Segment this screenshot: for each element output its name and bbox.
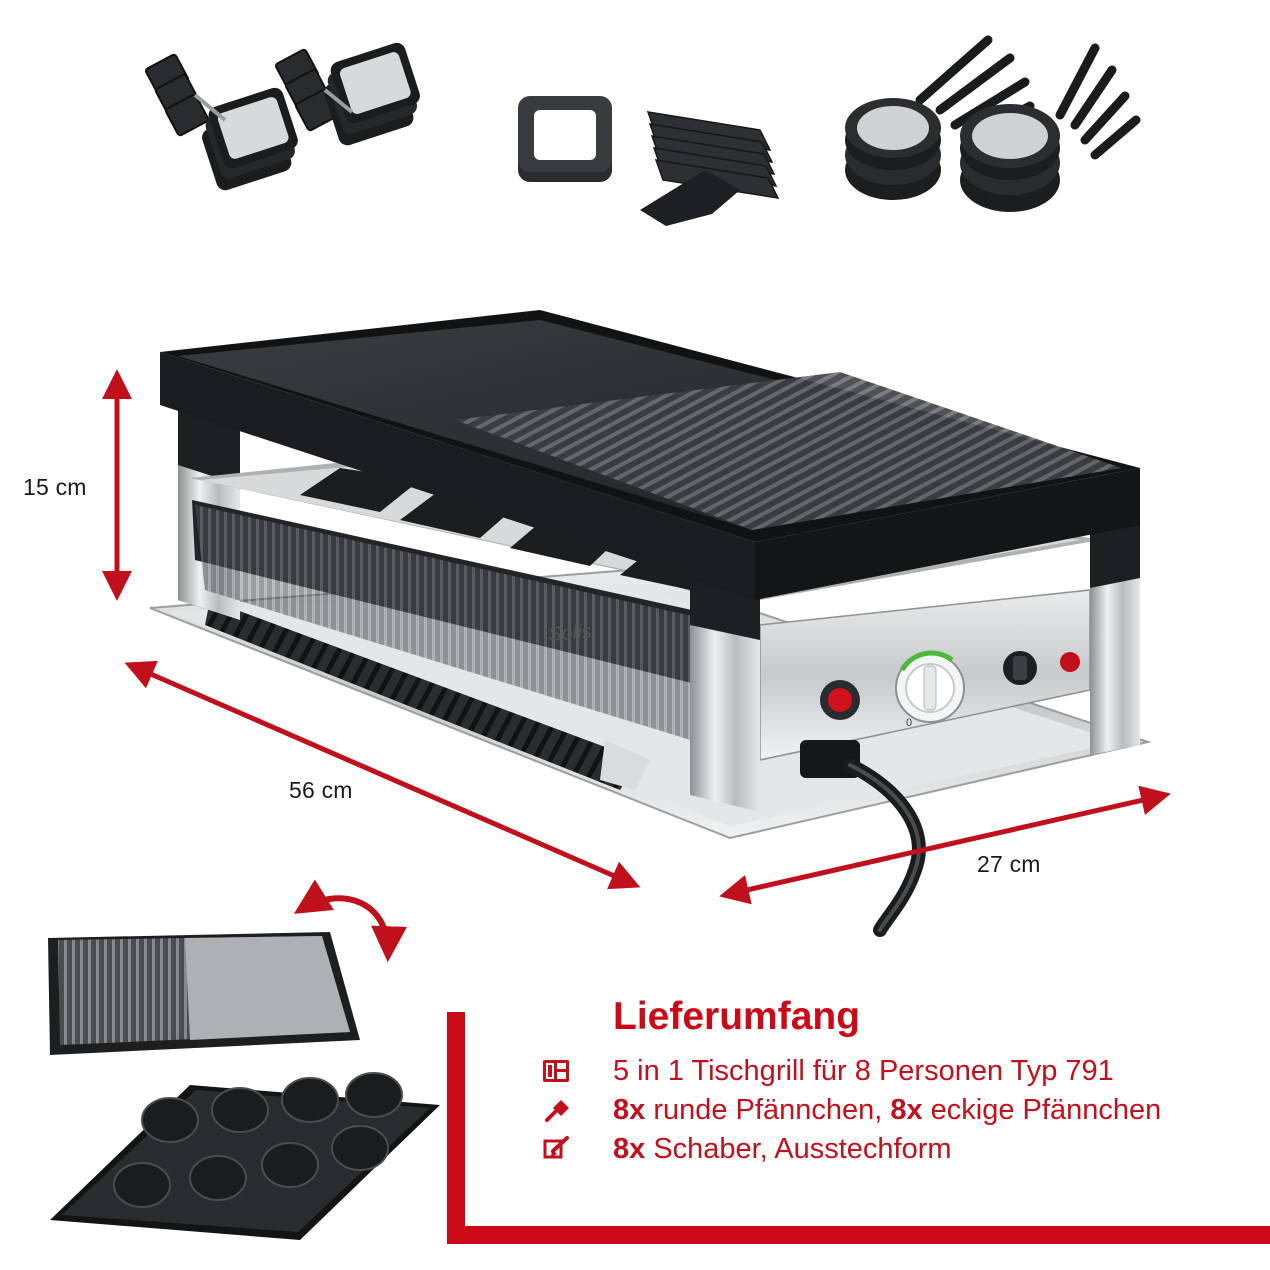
thermostat-dial[interactable]: 0 [895,650,965,729]
frame-bar-horizontal [447,1226,1270,1244]
flip-arrow [293,879,408,963]
scope-item-pans: 8x runde Pfännchen, 8x eckige Pfännchen [540,1091,1260,1130]
length-dimension-arrow [124,660,641,890]
reversible-plates [48,879,440,1240]
scope-list: 5 in 1 Tischgrill für 8 Personen Typ 791… [540,1052,1260,1169]
round-pans [845,35,1141,212]
scope-item-scrapers: 8x Schaber, Ausstechform [540,1130,1260,1169]
scope-title: Lieferumfang [613,995,861,1038]
dial-min-label: 0 [906,717,912,729]
scope-item-text: 8x runde Pfännchen, 8x eckige Pfännchen [613,1094,1162,1126]
frame-bar-vertical [447,1012,465,1244]
height-label: 15 cm [23,474,87,500]
scope-item-text: 8x Schaber, Ausstechform [613,1133,952,1165]
length-label: 56 cm [289,777,353,803]
raclette-pans-square [145,42,420,191]
depth-dimension-arrow [719,785,1171,905]
grill-icon [540,1056,572,1086]
brand-logo: Solis [548,621,593,646]
scope-item-grill: 5 in 1 Tischgrill für 8 Personen Typ 791 [540,1052,1260,1091]
scraper-icon [540,1134,572,1164]
scope-item-text: 5 in 1 Tischgrill für 8 Personen Typ 791 [613,1055,1114,1087]
table-grill: Solis 0 [149,310,1152,937]
scope-of-delivery-frame [447,1012,1270,1270]
right-indicator-lamp [1060,652,1080,672]
depth-label: 27 cm [977,851,1041,877]
cookie-cutter [518,96,612,182]
pan-icon [540,1095,572,1125]
scrapers [640,111,780,226]
